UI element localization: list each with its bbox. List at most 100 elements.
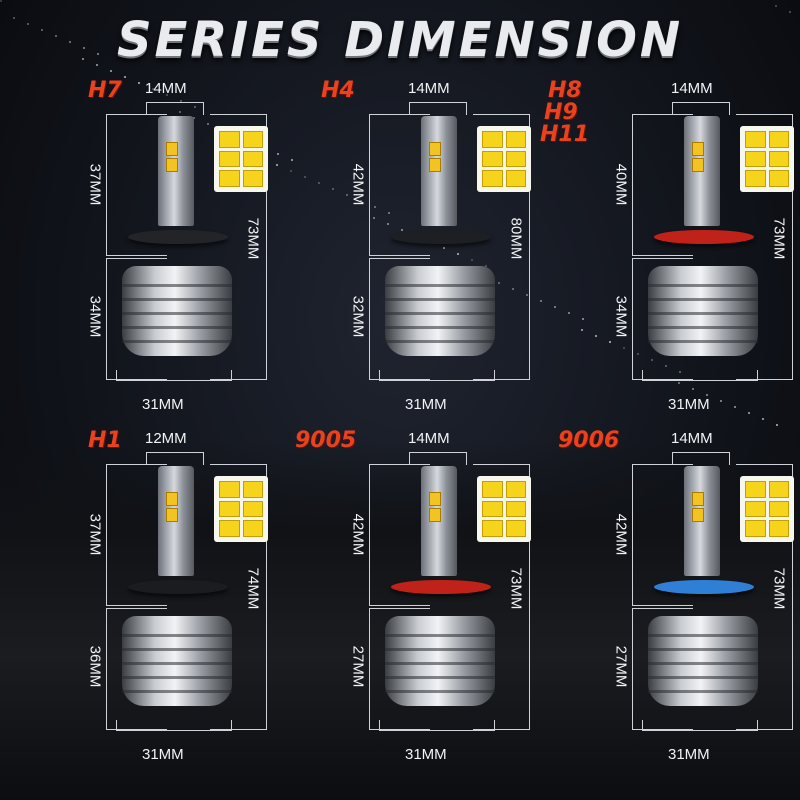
heatsink-fin (385, 284, 495, 287)
left-base-frame (369, 258, 430, 380)
star (179, 111, 181, 113)
top-height-label: 40MM (612, 163, 630, 206)
star (512, 288, 514, 290)
heatsink-fin (122, 340, 232, 343)
heatsink-fin (385, 690, 495, 693)
led-chip (166, 492, 178, 506)
led-chip (429, 492, 441, 506)
base-width-line (116, 370, 232, 381)
heatsink-fin (385, 662, 495, 665)
star (665, 365, 667, 367)
led-chip-cell (745, 150, 766, 168)
base-width-line (642, 370, 758, 381)
star (388, 212, 390, 214)
top-height-label: 42MM (349, 513, 367, 556)
top-width-line (672, 452, 730, 465)
star (69, 41, 71, 43)
page-title: SERIES DIMENSION (116, 12, 684, 68)
led-chip-board (740, 126, 794, 192)
heatsink-fin (648, 676, 758, 679)
led-chip-cell (482, 170, 503, 187)
led-chip (692, 508, 704, 522)
led-chip-cell (242, 500, 263, 518)
led-chip-cell (505, 131, 526, 148)
star (194, 106, 196, 108)
led-chip-board (214, 126, 268, 192)
star (124, 76, 126, 78)
star (374, 206, 376, 208)
led-chip (166, 508, 178, 522)
star (706, 394, 708, 396)
heatsink-fin (648, 634, 758, 637)
star (554, 306, 556, 308)
star (82, 58, 84, 60)
top-width-line (146, 452, 204, 465)
led-chip-cell (482, 150, 503, 168)
model-label: 9005 (295, 428, 357, 453)
star (595, 335, 597, 337)
top-width-line (409, 102, 467, 115)
model-label: H1 (88, 428, 122, 453)
model-label: H8 (548, 78, 582, 103)
star (762, 418, 764, 420)
star (582, 318, 584, 320)
led-chip-board (214, 476, 268, 542)
top-height-label: 42MM (612, 513, 630, 556)
heatsink-fin (122, 690, 232, 693)
star (41, 29, 43, 31)
top-width-label: 14MM (671, 80, 713, 97)
star (748, 412, 750, 414)
model-label: H9 (544, 100, 578, 125)
base-width-line (379, 720, 495, 731)
heatsink-fin (648, 648, 758, 651)
star (0, 0, 2, 2)
led-chip-cell (219, 150, 240, 168)
led-chip (692, 142, 704, 156)
led-chip-cell (242, 131, 263, 148)
total-height-frame (473, 114, 530, 380)
led-chip-cell (482, 500, 503, 518)
star (290, 170, 292, 172)
led-chip-board (477, 476, 531, 542)
star (138, 82, 140, 84)
base-width-line (642, 720, 758, 731)
star (776, 424, 778, 426)
led-chip (429, 158, 441, 172)
star (318, 182, 320, 184)
star (83, 47, 85, 49)
heatsink-fin (648, 326, 758, 329)
total-height-label: 73MM (770, 217, 788, 260)
star (387, 223, 389, 225)
left-dimension-frame (106, 464, 167, 606)
led-chip-cell (768, 481, 789, 498)
bulb-flange (654, 580, 754, 594)
star (678, 382, 680, 384)
base-width-label: 31MM (142, 396, 184, 413)
star (27, 23, 29, 25)
base-height-label: 27MM (349, 645, 367, 688)
led-chip (692, 492, 704, 506)
led-chip-cell (242, 481, 263, 498)
total-height-label: 74MM (244, 567, 262, 610)
star (304, 176, 306, 178)
star (291, 159, 293, 161)
led-chip-cell (242, 150, 263, 168)
heatsink-fin (648, 690, 758, 693)
heatsink-fin (648, 298, 758, 301)
total-height-frame (210, 464, 267, 730)
star (623, 347, 625, 349)
star (540, 300, 542, 302)
top-width-line (146, 102, 204, 115)
base-width-label: 31MM (142, 746, 184, 763)
star (679, 371, 681, 373)
led-chip-cell (219, 131, 240, 148)
model-label: H11 (540, 122, 590, 147)
left-base-frame (106, 608, 167, 730)
star (734, 406, 736, 408)
left-dimension-frame (106, 114, 167, 256)
heatsink-fin (648, 284, 758, 287)
star (373, 217, 375, 219)
